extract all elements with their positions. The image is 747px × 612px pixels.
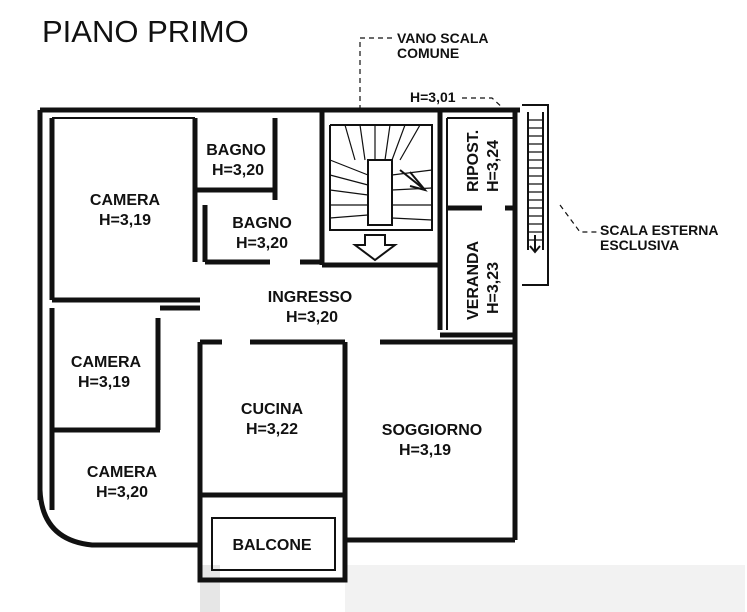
room-ingresso-name: INGRESSO [268, 289, 352, 306]
shadow-strip [345, 565, 745, 612]
page-title: PIANO PRIMO [42, 14, 249, 49]
interior-walls [49, 110, 515, 540]
leader-line-h301 [462, 97, 506, 111]
room-bagno-2-height: H=3,20 [236, 235, 288, 252]
label-h301: H=3,01 [410, 89, 456, 105]
external-staircase [522, 104, 549, 286]
room-camera-2-name: CAMERA [71, 354, 142, 371]
outer-walls [37, 107, 520, 583]
shadow-strip [200, 565, 220, 612]
room-bagno-1-name: BAGNO [206, 142, 266, 159]
common-stairwell [329, 124, 434, 262]
room-ingresso-height: H=3,20 [286, 309, 338, 326]
label-esclusiva: ESCLUSIVA [600, 237, 679, 253]
room-camera-3-name: CAMERA [87, 464, 158, 481]
room-veranda-name: VERANDA [465, 240, 482, 320]
room-balcone-name: BALCONE [232, 537, 311, 554]
leader-line-stairwell [359, 37, 395, 110]
room-soggiorno-height: H=3,19 [399, 442, 451, 459]
room-camera-2-height: H=3,19 [78, 374, 130, 391]
room-cucina-height: H=3,22 [246, 421, 298, 438]
label-vano-scala: VANO SCALA [397, 30, 489, 46]
room-soggiorno-name: SOGGIORNO [382, 422, 482, 439]
room-bagno-2-name: BAGNO [232, 215, 292, 232]
room-veranda-height: H=3,23 [485, 262, 502, 314]
room-cucina-name: CUCINA [241, 401, 304, 418]
label-scala-esterna: SCALA ESTERNA [600, 222, 719, 238]
leader-line-external-stair [559, 204, 600, 233]
room-camera-1-name: CAMERA [90, 192, 161, 209]
room-camera-1-height: H=3,19 [99, 212, 151, 229]
room-ripostiglio-name: RIPOST. [465, 130, 482, 192]
label-comune: COMUNE [397, 45, 459, 61]
room-camera-3-height: H=3,20 [96, 484, 148, 501]
room-bagno-1-height: H=3,20 [212, 162, 264, 179]
room-ripostiglio-height: H=3,24 [485, 140, 502, 192]
